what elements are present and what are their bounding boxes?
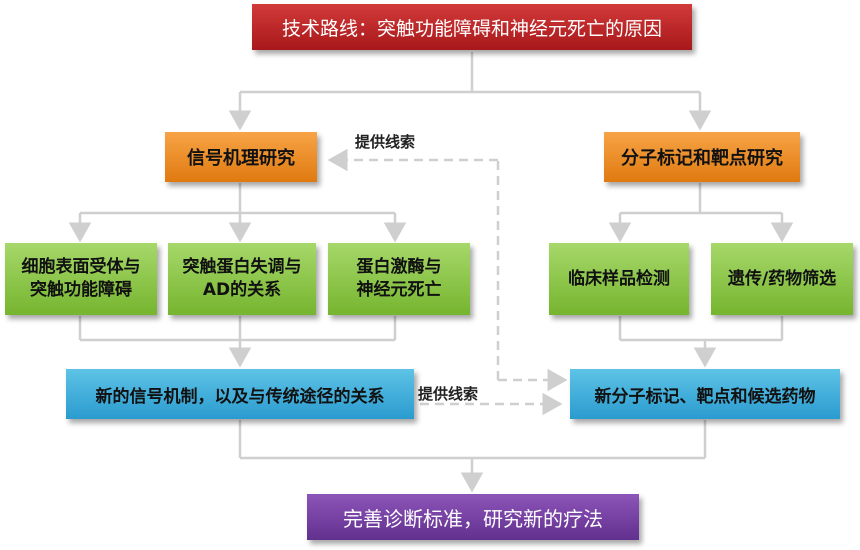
annotation-top: 提供线索 — [355, 133, 416, 151]
item-kinase-neuron-death: 蛋白激酶与 神经元死亡 — [328, 243, 470, 315]
final-box: 完善诊断标准，研究新的疗法 — [307, 494, 639, 540]
item-line: 细胞表面受体与 — [21, 257, 141, 278]
item-synaptic-protein-ad: 突触蛋白失调与 AD的关系 — [168, 243, 316, 315]
item-receptor-synapse: 细胞表面受体与 突触功能障碍 — [5, 243, 157, 315]
outcome-left-text: 新的信号机制，以及与传统途径的关系 — [95, 386, 385, 407]
item-line: 临床样品检测 — [568, 268, 670, 289]
title-box: 技术路线：突触功能障碍和神经元死亡的原因 — [252, 4, 692, 50]
outcome-right-text: 新分子标记、靶点和候选药物 — [594, 386, 816, 407]
outcome-new-signal-mechanism: 新的信号机制，以及与传统途径的关系 — [66, 369, 414, 419]
branch-right-text: 分子标记和靶点研究 — [621, 148, 783, 169]
item-genetic-drug-screening: 遗传/药物筛选 — [711, 243, 853, 315]
item-line: AD的关系 — [202, 280, 282, 300]
item-clinical-samples: 临床样品检测 — [549, 243, 689, 315]
item-line: 蛋白激酶与 — [356, 257, 442, 278]
title-text: 技术路线：突触功能障碍和神经元死亡的原因 — [281, 17, 662, 40]
item-line: 神经元死亡 — [356, 280, 442, 300]
item-line: 突触功能障碍 — [30, 280, 132, 300]
branch-molecular-markers: 分子标记和靶点研究 — [604, 132, 800, 182]
final-text: 完善诊断标准，研究新的疗法 — [343, 506, 603, 531]
branch-left-text: 信号机理研究 — [187, 148, 295, 169]
item-line: 遗传/药物筛选 — [727, 268, 837, 289]
outcome-new-markers-targets: 新分子标记、靶点和候选药物 — [570, 369, 840, 419]
item-line: 突触蛋白失调与 — [182, 257, 302, 278]
annotation-bottom: 提供线索 — [418, 385, 479, 403]
branch-signal-mechanism: 信号机理研究 — [165, 132, 317, 182]
